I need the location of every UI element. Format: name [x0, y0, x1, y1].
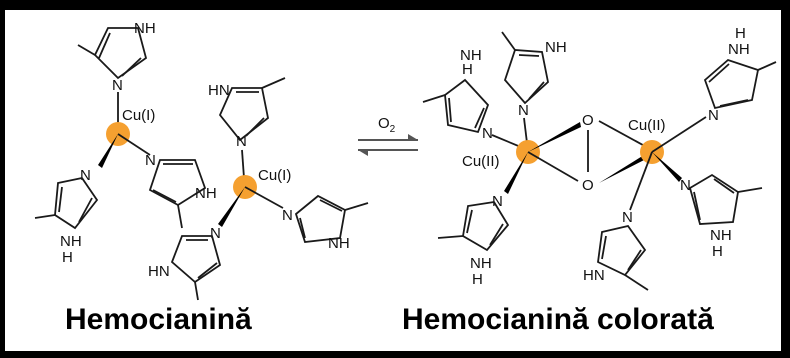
oxygen-label: O	[582, 177, 594, 194]
equilibrium-arrows: O2	[358, 115, 418, 156]
nh-label: NH	[710, 227, 732, 244]
imidazole-ring: HN N	[208, 77, 286, 150]
imidazole-ring: NH H N	[422, 47, 493, 142]
n-label: N	[492, 193, 503, 210]
deoxy-hemocyanin: NH N Cu(I) N NH H N NH H	[34, 20, 369, 301]
n-label: N	[282, 207, 293, 224]
cu-label: Cu(II)	[628, 117, 666, 134]
n-label: N	[518, 102, 529, 119]
nh-label: NH	[60, 233, 82, 250]
imidazole-ring: N NH H	[34, 167, 99, 266]
imidazole-ring: N NH	[145, 152, 217, 229]
n-label: N	[622, 209, 633, 226]
cu-label: Cu(I)	[258, 167, 291, 184]
imidazole-ring: N NH H	[437, 193, 510, 288]
h-label: H	[712, 243, 723, 260]
n-label: N	[112, 77, 123, 94]
n-label: N	[210, 225, 221, 242]
imidazole-ring: N NH H	[680, 173, 763, 260]
imidazole-ring: NH N	[501, 31, 567, 119]
o2-label: O2	[378, 115, 396, 135]
h-label: H	[462, 61, 473, 78]
n-label: N	[236, 133, 247, 150]
imidazole-ring: N HN	[583, 209, 649, 291]
hn-label: HN	[148, 263, 170, 280]
imidazole-ring: N HN	[148, 225, 222, 301]
h-label: H	[472, 271, 483, 288]
n-label: N	[708, 107, 719, 124]
left-caption: Hemocianină	[65, 303, 252, 336]
h-label: H	[735, 25, 746, 42]
cu-label: Cu(I)	[122, 107, 155, 124]
imidazole-ring: N NH	[282, 194, 369, 252]
nh-label: NH	[328, 235, 350, 252]
right-caption: Hemocianină colorată	[402, 303, 714, 336]
n-label: N	[482, 125, 493, 142]
nh-label: NH	[545, 39, 567, 56]
n-label: N	[80, 167, 91, 184]
n-label: N	[680, 177, 691, 194]
imidazole-ring: H NH N	[703, 25, 777, 124]
nh-label: NH	[460, 47, 482, 64]
hn-label: HN	[583, 267, 605, 284]
peroxo-bridge: O O	[527, 112, 653, 194]
imidazole-ring: NH N	[77, 20, 156, 94]
nh-label: NH	[728, 41, 750, 58]
cu-label: Cu(II)	[462, 153, 500, 170]
oxygen-label: O	[582, 112, 594, 129]
h-label: H	[62, 249, 73, 266]
nh-label: NH	[470, 255, 492, 272]
hn-label: HN	[208, 82, 230, 99]
nh-label: NH	[134, 20, 156, 37]
n-label: N	[145, 152, 156, 169]
nh-label: NH	[195, 185, 217, 202]
oxy-hemocyanin: NH H N NH N Cu(II) O O	[422, 25, 777, 291]
